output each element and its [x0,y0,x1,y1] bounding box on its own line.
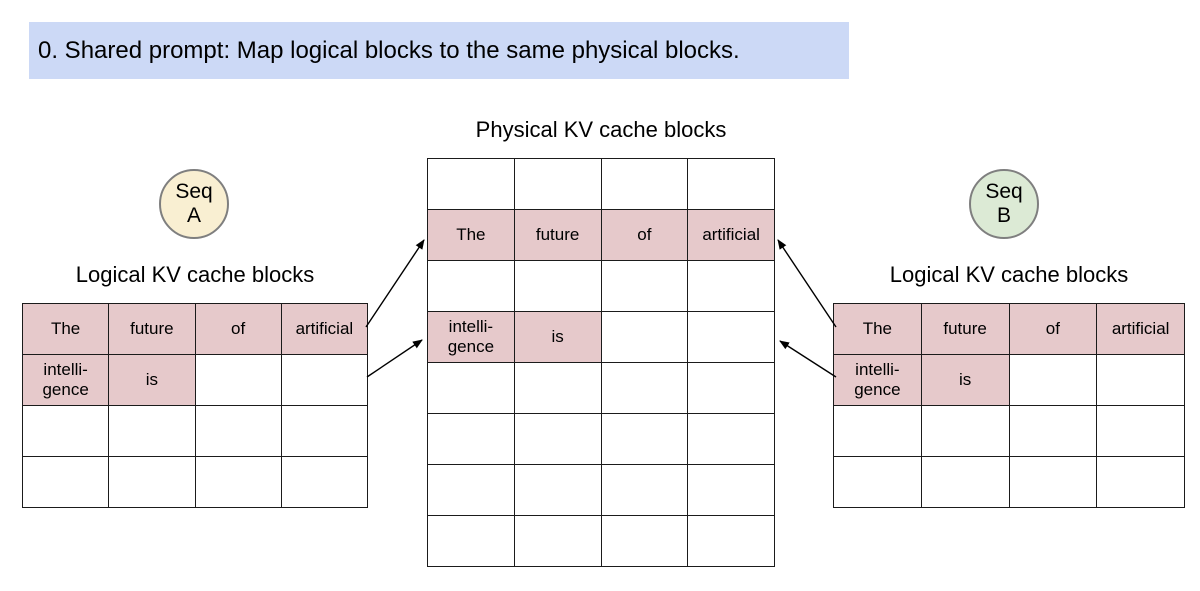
kv-cell-highlighted: of [1008,303,1098,355]
kv-cell [687,311,775,363]
table-row [427,260,775,312]
kv-cell [513,464,602,516]
kv-cell [687,158,775,210]
table-row [21,456,369,508]
kv-cell [1008,405,1098,457]
seq-a-badge: Seq A [159,169,229,239]
kv-cell-highlighted: future [108,303,196,355]
mapping-arrow-seq-b-logical-row-1-to-physical-row-2 [777,239,837,328]
kv-cell [600,464,689,516]
kv-cell [194,354,282,406]
kv-cell [280,405,369,457]
kv-cell [427,464,515,516]
kv-cell-highlighted: is [513,311,602,363]
kv-cell [427,515,515,567]
kv-cell [513,158,602,210]
physical-table-label: Physical KV cache blocks [475,117,727,142]
seq-a-label-line2: A [186,204,201,227]
mapping-arrow-seq-a-logical-row-2-to-physical-row-4 [366,339,423,378]
seq-b-label-line2: B [996,204,1011,227]
kv-cell [600,158,689,210]
mapping-arrow-seq-b-logical-row-2-to-physical-row-4 [779,340,837,378]
kv-cell [513,260,602,312]
table-row [427,362,775,414]
kv-cell-highlighted: artificial [1096,303,1185,355]
kv-cell [687,362,775,414]
kv-cell [21,405,110,457]
kv-cell-highlighted: The [833,303,922,355]
kv-cell-highlighted: The [21,303,110,355]
kv-cell-highlighted: of [600,209,689,261]
kv-cell [513,413,602,465]
kv-cell-highlighted: intelli- gence [833,354,922,406]
left-logical-table-label: Logical KV cache blocks [75,262,315,287]
kv-cell [427,362,515,414]
kv-cell [1096,456,1185,508]
kv-cell [687,515,775,567]
kv-cell-highlighted: is [920,354,1010,406]
kv-cell-highlighted: future [513,209,602,261]
table-row [833,456,1185,508]
table-row [833,405,1185,457]
right-logical-table-label: Logical KV cache blocks [889,262,1129,287]
kv-cell [687,464,775,516]
kv-cell-highlighted: artificial [687,209,775,261]
kv-cell-highlighted: of [194,303,282,355]
kv-cell [1008,354,1098,406]
kv-cell [687,413,775,465]
kv-cell [833,456,922,508]
kv-cell [600,362,689,414]
table-row [427,158,775,210]
table-row [427,413,775,465]
title-banner: 0. Shared prompt: Map logical blocks to … [29,22,849,79]
kv-cell [687,260,775,312]
kv-cell [280,456,369,508]
kv-cell [600,413,689,465]
seq-b-badge: Seq B [969,169,1039,239]
kv-cell-highlighted: intelli- gence [427,311,515,363]
table-row [427,464,775,516]
kv-cell [600,515,689,567]
kv-cell [194,456,282,508]
kv-cell [108,405,196,457]
kv-cell [1096,405,1185,457]
kv-cell-highlighted: artificial [280,303,369,355]
kv-cell-highlighted: intelli- gence [21,354,110,406]
kv-cell-highlighted: is [108,354,196,406]
kv-cell [1096,354,1185,406]
mapping-arrow-seq-a-logical-row-1-to-physical-row-2 [365,239,425,328]
kv-cell-highlighted: The [427,209,515,261]
kv-cell [427,413,515,465]
kv-cell [427,158,515,210]
table-row [21,405,369,457]
kv-cell [600,260,689,312]
kv-cell [108,456,196,508]
seq-b-label-line1: Seq [985,180,1023,204]
kv-cell [920,405,1010,457]
seq-a-label-line1: Seq [175,180,213,204]
table-row [427,515,775,567]
kv-cell [513,362,602,414]
kv-cell-highlighted: future [920,303,1010,355]
kv-cell [833,405,922,457]
kv-cell [194,405,282,457]
kv-cell [600,311,689,363]
kv-cell [427,260,515,312]
kv-cell [513,515,602,567]
kv-cell [21,456,110,508]
kv-cell [920,456,1010,508]
kv-cell [1008,456,1098,508]
kv-cell [280,354,369,406]
